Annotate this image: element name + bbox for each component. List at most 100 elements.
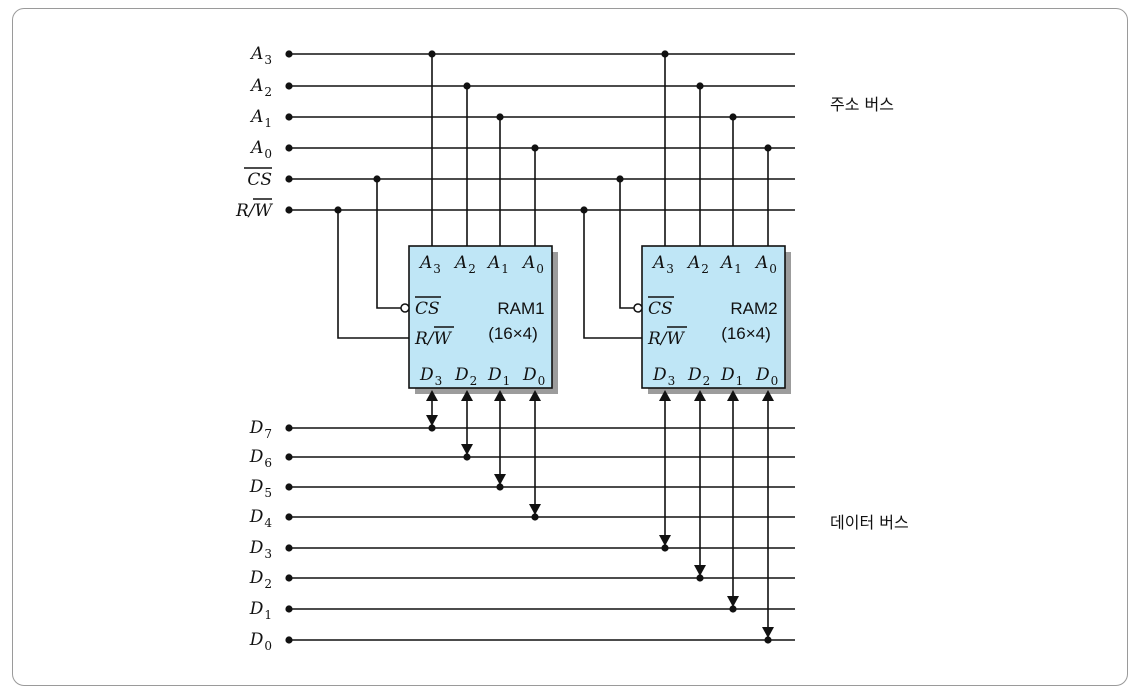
chip-1-pin-d-2-base: D bbox=[487, 365, 502, 385]
chip-2-pin-d-2-base: D bbox=[720, 365, 735, 385]
chip-2-data-arrow-up-3 bbox=[762, 390, 774, 401]
chip-2-pin-d-1-base: D bbox=[687, 365, 702, 385]
chip-1-data-arrow-up-3 bbox=[529, 390, 541, 401]
chip-1-rw-wire bbox=[337, 210, 409, 339]
chip-2-data-junction-0 bbox=[661, 544, 669, 552]
chip-2-pin-d-3: D0 bbox=[755, 365, 778, 388]
chip-2-pin-a-1-sub: 2 bbox=[701, 262, 709, 276]
chip-1-body bbox=[408, 245, 553, 389]
chip-2-pin-a-2-sub: 1 bbox=[734, 262, 742, 276]
data-label-6-sub: 1 bbox=[264, 608, 272, 622]
chip-2-data-junction-1 bbox=[696, 574, 704, 582]
data-bus-label: 데이터 버스 bbox=[830, 513, 909, 532]
chip-2-pin-a-0-base: A bbox=[651, 253, 665, 273]
chip-1-pin-d-1: D2 bbox=[454, 365, 477, 388]
chip-2-data-arrow-up-0 bbox=[659, 390, 671, 401]
chip-2-data-arrow-down-2 bbox=[727, 596, 739, 607]
data-label-0-base: D bbox=[249, 418, 264, 438]
chip-1-pin-d-2: D1 bbox=[487, 365, 510, 388]
chip-1-data-arrow-down-3 bbox=[529, 504, 541, 515]
data-label-5-sub: 2 bbox=[264, 577, 272, 591]
data-label-1-sub: 6 bbox=[264, 456, 272, 470]
chip-2-pin-d-1: D2 bbox=[687, 365, 710, 388]
chip-1-pin-a-2-base: A bbox=[486, 253, 500, 273]
chip-1-pin-a-2-sub: 1 bbox=[501, 262, 509, 276]
address-label-1: A2 bbox=[249, 76, 272, 99]
data-label-4-base: D bbox=[249, 538, 264, 558]
chip-1-pin-d-1-sub: 2 bbox=[470, 374, 478, 388]
diagram-frame bbox=[12, 8, 1128, 686]
chip-2-pin-d-2-sub: 1 bbox=[736, 374, 744, 388]
chip-1-pin-a-1-base: A bbox=[453, 253, 467, 273]
chip-1-address-junction-2 bbox=[496, 113, 504, 121]
chip-1-cs-wire bbox=[376, 179, 401, 309]
chip-1-data-junction-3 bbox=[531, 513, 539, 521]
chip-2-pin-d-1-sub: 2 bbox=[703, 374, 711, 388]
data-label-7: D0 bbox=[249, 630, 272, 653]
chip-2-pin-a-2: A1 bbox=[719, 253, 742, 276]
chip-1-address-junction-1 bbox=[463, 82, 471, 90]
chip-1-pin-a-0: A3 bbox=[418, 253, 441, 276]
chip-2-data-arrow-down-3 bbox=[762, 627, 774, 638]
data-label-1-base: D bbox=[249, 447, 264, 467]
address-label-0-sub: 3 bbox=[264, 53, 272, 67]
data-label-6: D1 bbox=[249, 599, 272, 622]
data-label-3-sub: 4 bbox=[264, 516, 272, 530]
chip-2-pin-rw-r: R/ bbox=[647, 329, 669, 349]
chip-2-pin-d-2: D1 bbox=[720, 365, 743, 388]
chip-2-data-arrow-down-1 bbox=[694, 565, 706, 576]
chip-1-data-arrow-up-1 bbox=[461, 390, 473, 401]
chip-1-pin-d-2-sub: 1 bbox=[503, 374, 511, 388]
data-label-2-sub: 5 bbox=[264, 486, 272, 500]
rw-label-r: R/ bbox=[235, 201, 257, 221]
data-label-4-sub: 3 bbox=[264, 547, 272, 561]
chip-1-data-arrow-down-1 bbox=[461, 444, 473, 455]
data-label-0-sub: 7 bbox=[264, 427, 272, 441]
chip-1-data-junction-2 bbox=[496, 483, 504, 491]
data-label-7-sub: 0 bbox=[264, 639, 272, 653]
data-label-6-base: D bbox=[249, 599, 264, 619]
chip-1-pin-a-3-base: A bbox=[521, 253, 535, 273]
chip-1-data-arrow-down-0 bbox=[426, 415, 438, 426]
address-label-3: A0 bbox=[249, 138, 272, 161]
chip-1-data-arrow-up-0 bbox=[426, 390, 438, 401]
chip-1-pin-d-0: D3 bbox=[419, 365, 442, 388]
chip-2-pin-cs: CS bbox=[648, 299, 673, 319]
chip-1-pin-a-3: A0 bbox=[521, 253, 544, 276]
chip-2-pin-a-2-base: A bbox=[719, 253, 733, 273]
data-label-5-base: D bbox=[249, 568, 264, 588]
chip-2-pin-a-0-sub: 3 bbox=[666, 262, 674, 276]
chip-2-pin-d-0-base: D bbox=[652, 365, 667, 385]
chip-1-pin-a-0-sub: 3 bbox=[433, 262, 441, 276]
chip-1-pin-d-3-base: D bbox=[522, 365, 537, 385]
chip-1-pin-a-1-sub: 2 bbox=[468, 262, 476, 276]
chip-2-body bbox=[641, 245, 786, 389]
chip-1-data-arrow-down-2 bbox=[494, 474, 506, 485]
data-label-2-base: D bbox=[249, 477, 264, 497]
chip-1-pin-d-3: D0 bbox=[522, 365, 545, 388]
data-label-2: D5 bbox=[249, 477, 272, 500]
chip-2-pin-d-3-sub: 0 bbox=[771, 374, 779, 388]
address-label-3-base: A bbox=[249, 138, 263, 158]
chip-1-pin-rw-w: W bbox=[434, 329, 453, 349]
address-label-1-base: A bbox=[249, 76, 263, 96]
chip-2-data-junction-3 bbox=[764, 636, 772, 644]
address-label-3-sub: 0 bbox=[264, 147, 272, 161]
address-bus-label: 주소 버스 bbox=[830, 95, 894, 114]
data-label-0: D7 bbox=[249, 418, 272, 441]
chip-1-pin-rw-r: R/ bbox=[414, 329, 436, 349]
chip-2-pin-a-0: A3 bbox=[651, 253, 674, 276]
chip-2-data-arrow-up-1 bbox=[694, 390, 706, 401]
chip-1-data-arrow-up-2 bbox=[494, 390, 506, 401]
chip-2-pin-a-3-base: A bbox=[754, 253, 768, 273]
chip-1-cs-bubble bbox=[400, 303, 410, 313]
address-label-0-base: A bbox=[249, 44, 263, 64]
chip-1-pin-d-0-base: D bbox=[419, 365, 434, 385]
chip-2-pin-d-0-sub: 3 bbox=[668, 374, 676, 388]
chip-2-data-arrow-up-2 bbox=[727, 390, 739, 401]
chip-2-pin-a-3: A0 bbox=[754, 253, 777, 276]
chip-2-size: (16×4) bbox=[721, 324, 771, 343]
chip-2-address-junction-0 bbox=[661, 50, 669, 58]
chip-1-size: (16×4) bbox=[488, 324, 538, 343]
